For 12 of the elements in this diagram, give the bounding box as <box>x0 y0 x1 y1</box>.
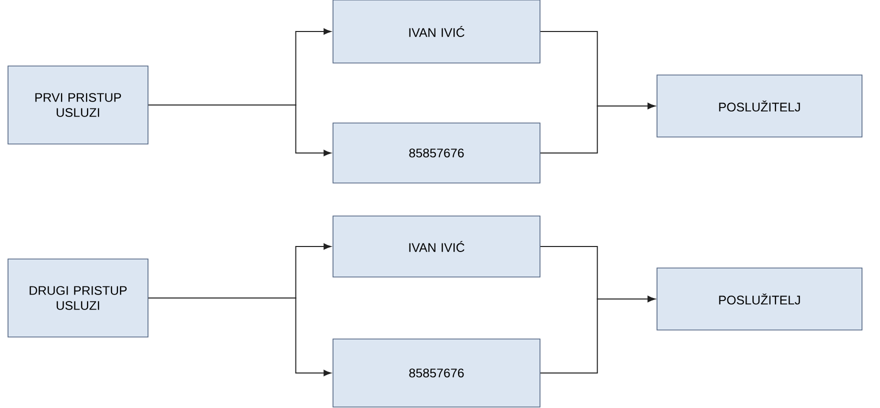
process-box: IVAN IVIĆ <box>332 0 540 64</box>
process-box: 85857676 <box>332 122 540 184</box>
process-box: POSLUŽITELJ <box>656 74 862 138</box>
process-box: IVAN IVIĆ <box>332 216 540 278</box>
arrow <box>540 296 656 374</box>
process-box: PRVI PRISTUP USLUZI <box>8 66 148 144</box>
arrow <box>148 104 332 156</box>
arrow <box>148 298 332 376</box>
process-box: POSLUŽITELJ <box>656 268 862 330</box>
arrow <box>540 102 656 154</box>
process-box: 85857676 <box>332 338 540 408</box>
process-box: DRUGI PRISTUP USLUZI <box>8 258 148 338</box>
